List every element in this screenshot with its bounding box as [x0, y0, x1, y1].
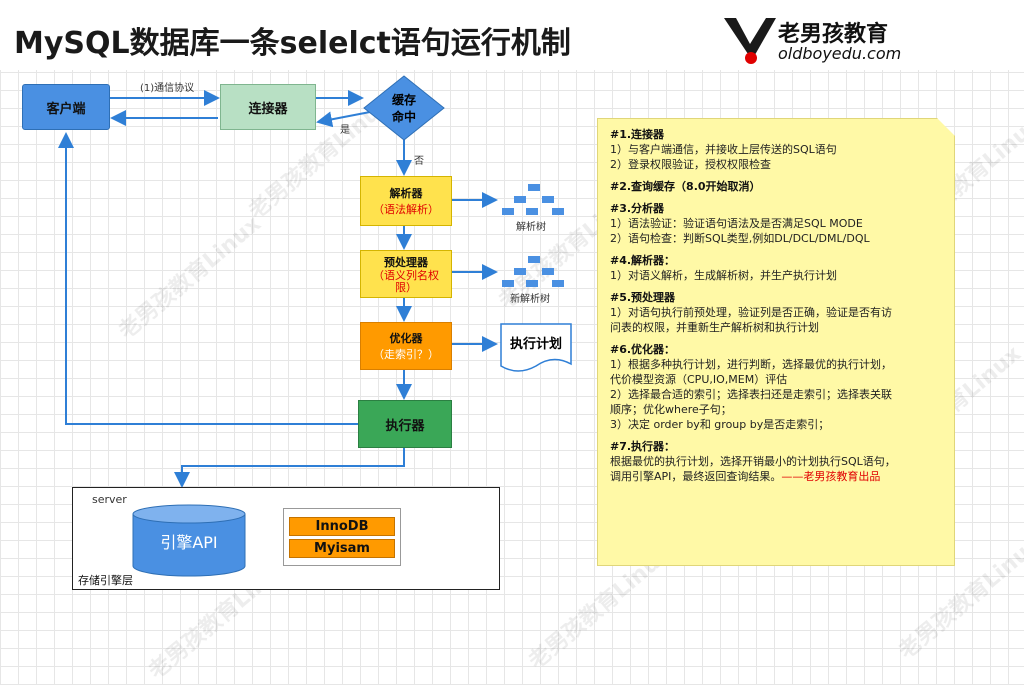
note-section-title: #2.查询缓存（8.0开始取消）	[610, 180, 761, 193]
exec-plan-label: 执行计划	[509, 336, 562, 352]
cache-hit-diamond	[363, 75, 445, 141]
optimizer-box: 优化器 （走索引？）	[360, 322, 452, 370]
note-line: 2）登录权限验证，授权权限检查	[610, 158, 771, 171]
cache-line-2: 命中	[391, 110, 416, 124]
arrow-executor-client	[58, 132, 358, 425]
note-line: 代价模型资源（CPU,IO,MEM）评估	[610, 373, 788, 386]
executor-label: 执行器	[385, 418, 425, 434]
note-line: 1）语法验证：验证语句语法及是否满足SQL MODE	[610, 217, 863, 230]
datafile-line-2: 文件	[446, 545, 474, 561]
new-parse-tree-icon	[502, 256, 564, 287]
note-line: 2）语句检查：判断SQL类型,例如DL/DCL/DML/DQL	[610, 232, 870, 245]
note-line: 3）决定 order by和 group by是否走索引；	[610, 418, 830, 431]
exec-plan-document-icon	[500, 323, 572, 372]
client-box: 客户端	[22, 84, 110, 130]
engine-api-cylinder-icon	[132, 504, 246, 577]
optimizer-label: 优化器	[389, 332, 423, 345]
note-line: 1）与客户端通信，并接收上层传送的SQL语句	[610, 143, 837, 156]
note-line: 1）对语义解析，生成解析树，并生产执行计划	[610, 269, 837, 282]
note-section-title: #1.连接器	[610, 128, 665, 141]
note-section-title: #5.预处理器	[610, 291, 676, 304]
parser-sub-label: （语法解析）	[373, 203, 439, 216]
preprocessor-sub-label: （语义列名权限）	[373, 269, 439, 294]
innodb-engine: InnoDB	[289, 517, 395, 536]
note-section-title: #7.执行器：	[610, 440, 676, 453]
note-line: 1）根据多种执行计划，进行判断，选择最优的执行计划，	[610, 358, 892, 371]
note-final-text: 调用引擎API，最终返回查询结果。	[610, 470, 782, 483]
note-line: 1）对语句执行前预处理，验证列是否正确，验证是否有访	[610, 306, 892, 319]
engine-api-label: 引擎API	[160, 533, 218, 552]
parse-tree-label: 解析树	[516, 222, 546, 233]
executor-box: 执行器	[358, 400, 452, 448]
arrow-executor-engine	[174, 448, 405, 488]
connector-box: 连接器	[220, 84, 316, 130]
note-section-title: #3.分析器	[610, 202, 665, 215]
note-section-title: #6.优化器：	[610, 343, 676, 356]
connector-label: 连接器	[248, 101, 288, 117]
arrow-cache-connector	[316, 111, 371, 128]
parser-box: 解析器 （语法解析）	[360, 176, 452, 226]
page-title: MySQL数据库一条selelct语句运行机制	[14, 26, 571, 61]
parse-tree-icon	[502, 184, 564, 215]
note-section-title: #4.解析器：	[610, 254, 676, 267]
preprocessor-label: 预处理器	[384, 256, 428, 269]
client-label: 客户端	[46, 101, 86, 117]
optimizer-sub-label: （走索引？）	[373, 348, 439, 361]
no-label: 否	[414, 156, 424, 167]
new-parse-tree-label: 新解析树	[510, 294, 550, 305]
header-background	[0, 0, 1024, 70]
parser-label: 解析器	[389, 187, 423, 200]
logo-text: 老男孩教育	[778, 22, 889, 47]
datafile-label: 数据 文件	[432, 520, 488, 564]
note-line: 问表的权限，并重新生产解析树和执行计划	[610, 321, 819, 334]
note-credit: ——老男孩教育出品	[781, 470, 881, 483]
cache-line-1: 缓存	[391, 93, 416, 107]
note-line: 根据最优的执行计划，选择开销最小的计划执行SQL语句，	[610, 455, 896, 468]
oldboy-logo-icon	[724, 18, 776, 64]
explanation-note: #1.连接器 1）与客户端通信，并接收上层传送的SQL语句 2）登录权限验证，授权权…	[597, 118, 955, 566]
note-final-line: 调用引擎API，最终返回查询结果。——老男孩教育出品	[610, 469, 944, 484]
cache-hit-label: 缓存 命中	[380, 88, 428, 128]
yes-label: 是	[340, 125, 350, 136]
protocol-label: (1)通信协议	[140, 83, 195, 94]
note-line: 顺序；优化where子句；	[610, 403, 732, 416]
storage-engine-layer-label: 存储引擎层	[78, 574, 133, 587]
server-label: server	[92, 493, 127, 506]
preprocessor-box: 预处理器 （语义列名权限）	[360, 250, 452, 298]
note-line: 2）选择最合适的索引；选择表扫还是走索引；选择表关联	[610, 388, 892, 401]
datafile-line-1: 数据	[446, 525, 474, 541]
logo-url: oldboyedu.com	[778, 44, 902, 63]
myisam-engine: Myisam	[289, 539, 395, 558]
